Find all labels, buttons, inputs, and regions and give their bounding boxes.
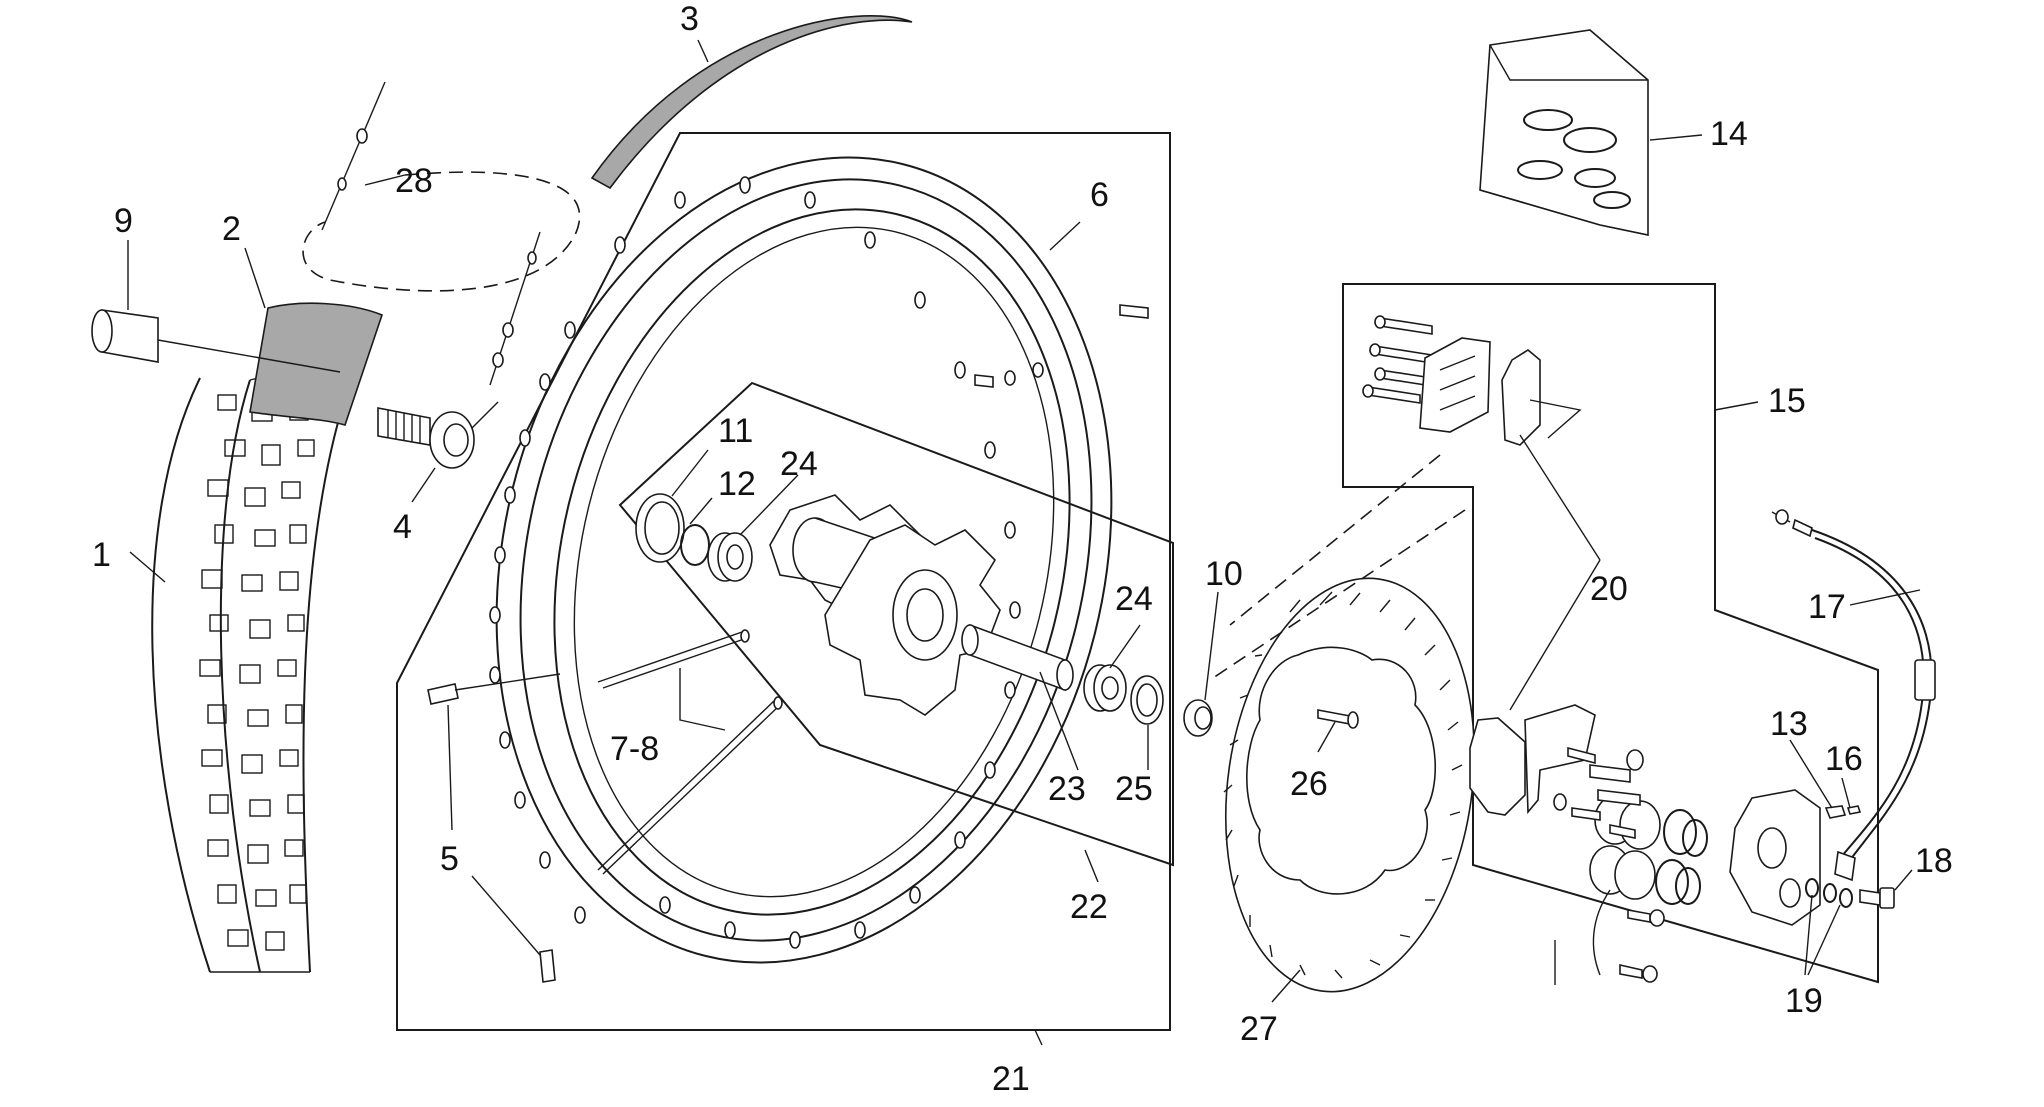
circlip [680, 524, 710, 566]
label-17: 17 [1808, 588, 1846, 626]
label-12: 12 [718, 465, 756, 503]
caliper-bracket [1469, 704, 1596, 816]
label-19: 19 [1785, 982, 1823, 1020]
speedometer-cable [302, 81, 581, 386]
pad-axis-line-2 [1209, 509, 1466, 681]
oil-seal [635, 493, 685, 563]
bleed-valve [1824, 805, 1862, 819]
disc-bolt [1317, 709, 1359, 729]
inner-tube [249, 302, 383, 426]
label-9: 9 [114, 202, 133, 240]
caliper-pistons [1589, 795, 1708, 905]
caliper-mount-bolts [1554, 889, 1665, 985]
label-28: 28 [395, 162, 433, 200]
callout-labels: 1 2 3 4 5 6 7-8 9 10 11 12 13 14 15 16 1… [92, 0, 1953, 1098]
bearing-right [1083, 664, 1127, 712]
label-1: 1 [92, 536, 111, 574]
brake-pads [1501, 349, 1582, 446]
hub-subassembly-frame [618, 381, 1174, 867]
label-21: 21 [992, 1060, 1030, 1098]
label-18: 18 [1915, 842, 1953, 880]
label-24-right: 24 [1115, 580, 1153, 618]
spokes [597, 629, 783, 875]
label-3: 3 [680, 0, 699, 38]
caliper-body [1729, 789, 1821, 926]
bearing-left [707, 532, 753, 582]
sealing-washers [1805, 878, 1853, 908]
label-24-left: 24 [780, 445, 818, 483]
label-5: 5 [440, 840, 459, 878]
label-7-8: 7-8 [610, 730, 659, 768]
wheel-assembly-frame [396, 132, 1171, 1031]
label-25: 25 [1115, 770, 1153, 808]
wheel-spacer-right [1183, 699, 1213, 737]
speedometer-drive [429, 401, 499, 469]
brake-disc [1223, 577, 1476, 993]
label-16: 16 [1825, 740, 1863, 778]
label-11: 11 [718, 412, 753, 450]
pad-pins [1362, 315, 1433, 404]
brake-hose [1771, 509, 1936, 882]
wheel-spacer [91, 309, 341, 373]
label-10: 10 [1205, 555, 1243, 593]
label-2: 2 [222, 210, 241, 248]
rim [489, 156, 1149, 964]
label-26: 26 [1290, 765, 1328, 803]
wheel-hub [769, 494, 1001, 716]
seal-kit-bag [1479, 29, 1649, 236]
hub-spacer [961, 623, 1074, 692]
label-4: 4 [393, 508, 412, 546]
caliper-small-parts [1553, 746, 1644, 839]
label-15: 15 [1768, 382, 1806, 420]
tyre [151, 375, 346, 973]
label-6: 6 [1090, 176, 1109, 214]
caliper-kit-frame [1342, 283, 1879, 984]
label-22: 22 [1070, 888, 1108, 926]
label-27: 27 [1240, 1010, 1278, 1048]
label-20: 20 [1590, 570, 1628, 608]
pad-axis-line [1229, 454, 1441, 626]
label-14: 14 [1710, 115, 1748, 153]
label-13: 13 [1770, 705, 1808, 743]
axle-stud [377, 407, 431, 446]
spoke-nipples [427, 673, 561, 983]
leader-lines [127, 39, 1921, 1046]
label-23: 23 [1048, 770, 1086, 808]
pad-spring [1419, 337, 1491, 433]
rim-tape [590, 15, 913, 190]
banjo-bolt [1859, 887, 1895, 909]
oil-seal-right [1130, 675, 1164, 725]
